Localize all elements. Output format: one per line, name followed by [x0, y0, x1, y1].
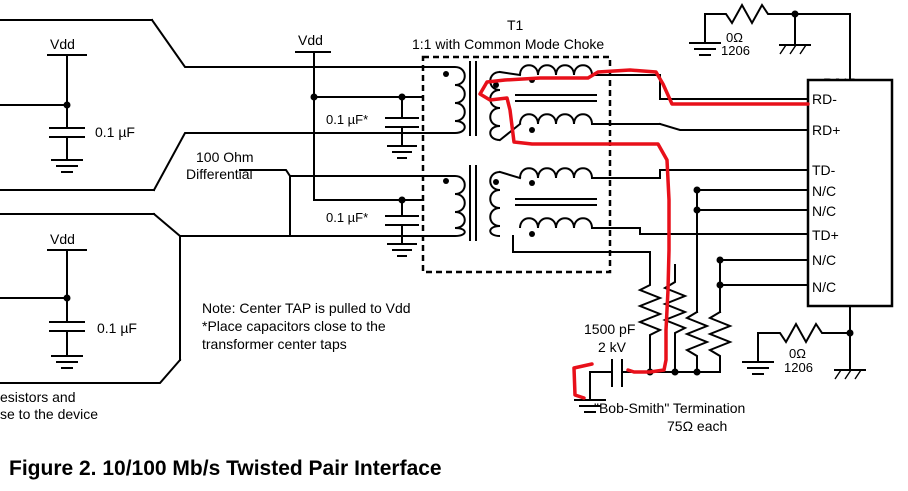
bob-smith-termination: 1500 pF 2 kV "Bob-Smith" Termination 75Ω… [574, 227, 745, 434]
red-annotation-ground [572, 362, 594, 400]
rj45-pin-3: TD- [812, 162, 836, 178]
rj45-pin-7: N/C [812, 252, 836, 268]
cap-label-bottom-left: 0.1 µF [97, 320, 137, 336]
left-supply-bottom: Vdd 0.1 µF [0, 231, 137, 369]
cap-label-bottom-center: 0.1 µF* [326, 210, 368, 225]
t1-dashed-boundary [421, 55, 612, 274]
note-line-3: transformer center taps [202, 336, 347, 352]
vdd-label-bottom-left: Vdd [50, 231, 75, 247]
bob-smith-label-line1: "Bob-Smith" Termination [594, 400, 745, 416]
left-cut-text-2: se to the device [0, 406, 98, 422]
rj45-wiring [609, 74, 809, 313]
red-annotation-trace [478, 68, 810, 374]
note-line-1: Note: Center TAP is pulled to Vdd [202, 300, 411, 316]
cap-label-top-center: 0.1 µF* [326, 112, 368, 127]
hv-cap-voltage: 2 kV [598, 339, 627, 355]
res-bottom-size: 1206 [784, 360, 813, 375]
vdd-label-center: Vdd [298, 32, 323, 48]
rj45-connector: RJ45 RD- RD+ TD- N/C N/C TD+ N/C N/C [806, 75, 894, 308]
rj45-pin-2: RD+ [812, 122, 840, 138]
cap-label-top-left: 0.1 µF [95, 124, 135, 140]
design-note: Note: Center TAP is pulled to Vdd *Place… [202, 300, 411, 352]
t1-name: T1 [507, 17, 524, 33]
transformer-t1: T1 1:1 with Common Mode Choke [412, 17, 651, 281]
bob-smith-label-line2: 75Ω each [667, 418, 727, 434]
diff-label-line2: Differential [186, 166, 253, 182]
rj45-pin-8: N/C [812, 279, 836, 295]
rj45-pin-4: N/C [812, 183, 836, 199]
figure-caption: Figure 2. 10/100 Mb/s Twisted Pair Inter… [9, 457, 442, 480]
top-right-resistor: 0Ω 1206 [689, 2, 851, 81]
rj45-pin-6: TD+ [812, 227, 839, 243]
hv-cap-value: 1500 pF [584, 321, 635, 337]
center-supply: Vdd 0.1 µF* 0.1 µF* [295, 32, 424, 257]
note-line-2: *Place capacitors close to the [202, 318, 386, 334]
rj45-pin-1: RD- [812, 91, 837, 107]
res-top-size: 1206 [721, 43, 750, 58]
res-top-value: 0Ω [726, 30, 743, 45]
differential-traces: 100 Ohm Differential [0, 18, 424, 384]
res-bottom-value: 0Ω [789, 346, 806, 361]
t1-description: 1:1 with Common Mode Choke [412, 36, 604, 52]
vdd-label-top-left: Vdd [50, 36, 75, 52]
rj45-pin-5: N/C [812, 203, 836, 219]
left-cut-text-1: esistors and [0, 389, 75, 405]
left-supply-top: Vdd 0.1 µF [0, 36, 135, 173]
bottom-right-resistor: 0Ω 1206 [742, 305, 866, 380]
diff-label-line1: 100 Ohm [196, 149, 254, 165]
